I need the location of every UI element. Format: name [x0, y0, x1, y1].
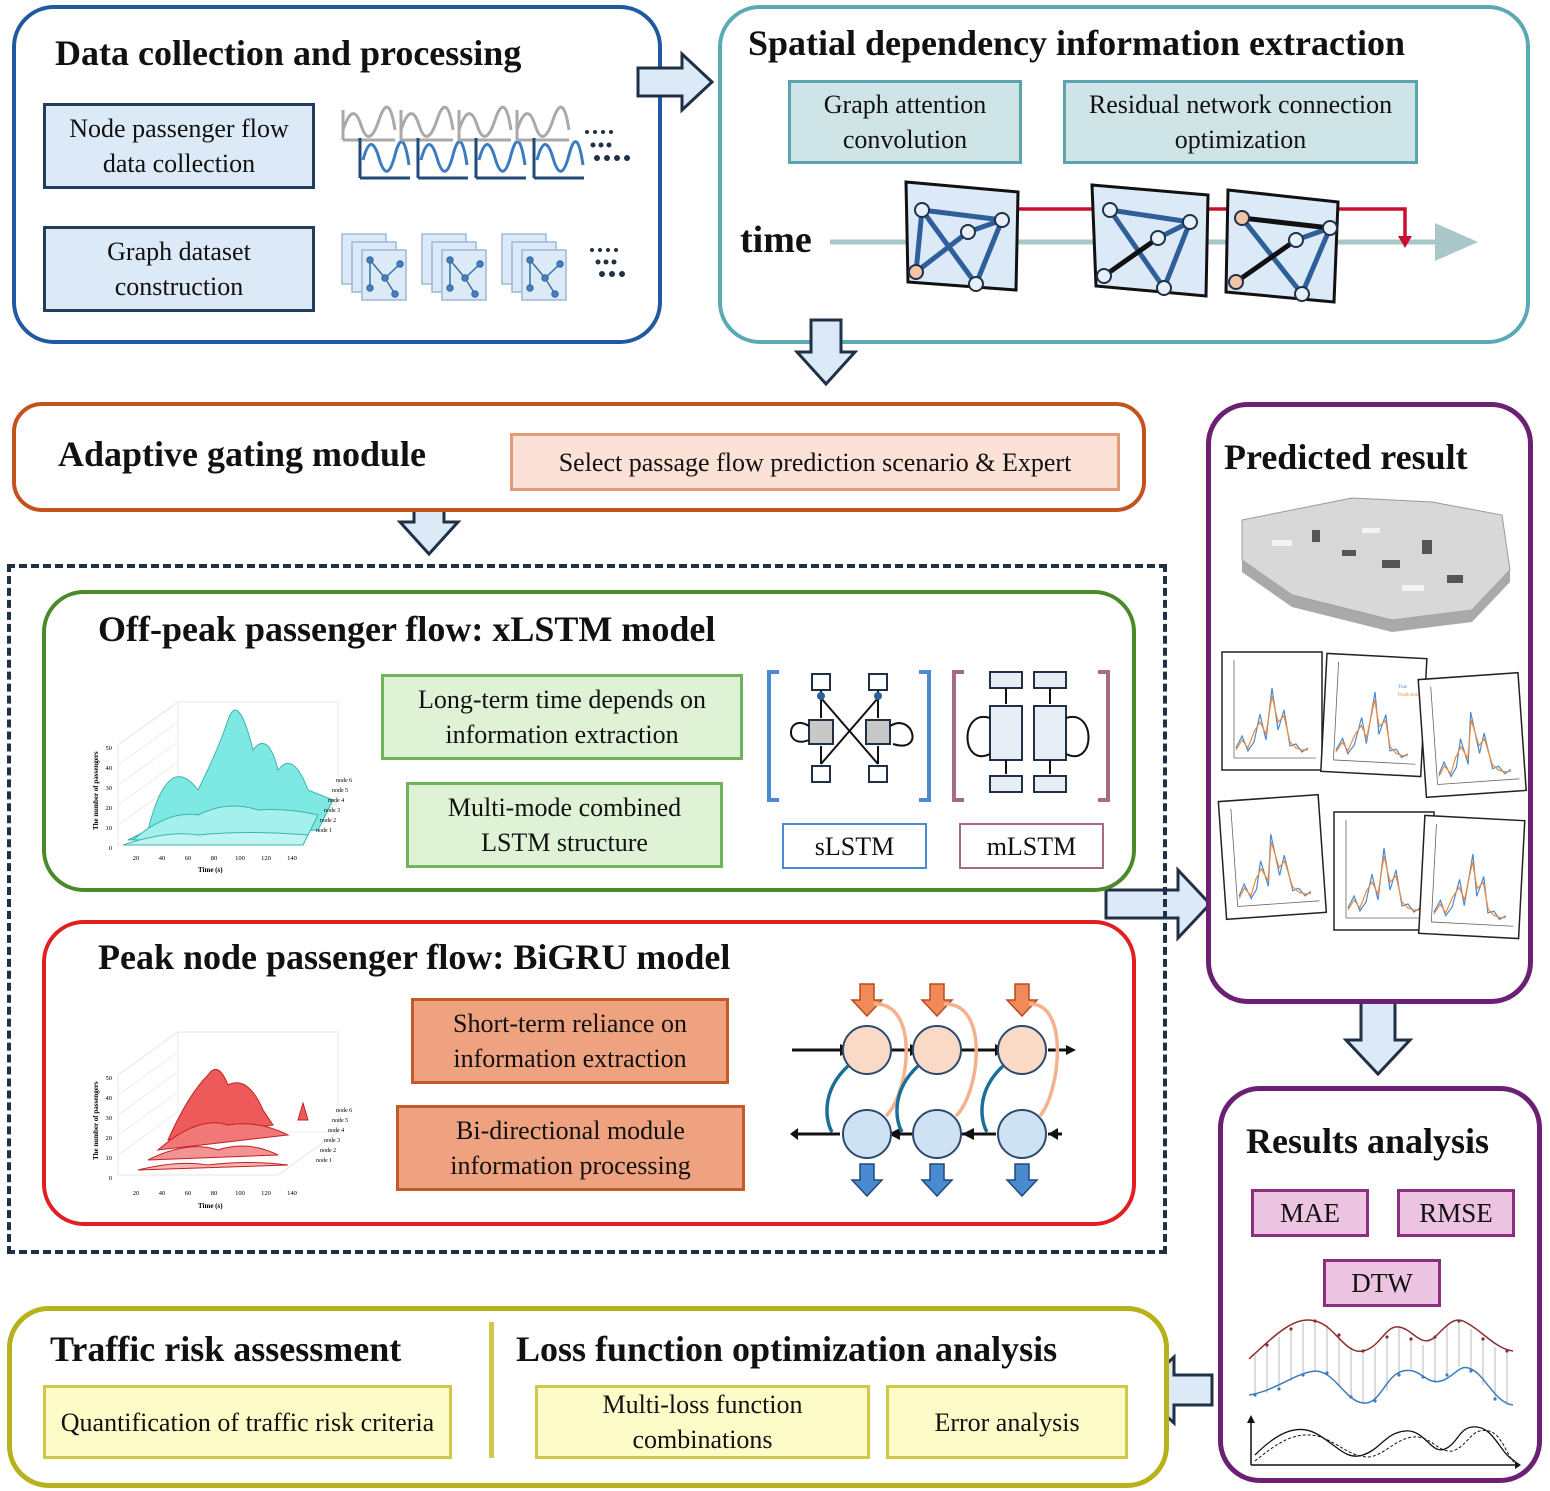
offpeak-xtick-140: 140: [287, 855, 297, 862]
offpeak-node-6: node 6: [336, 778, 352, 784]
peak-xtick-100: 100: [235, 1190, 245, 1197]
arrow-spatial-to-gating: [793, 318, 859, 387]
offpeak-ytick-20: 20: [106, 805, 113, 812]
offpeak-node-1: node 1: [316, 828, 332, 834]
offpeak-ytick-0: 0: [109, 845, 112, 852]
peak-title: Peak node passenger flow: BiGRU model: [98, 937, 731, 977]
spatial-title: Spatial dependency information extractio…: [748, 23, 1405, 63]
node-flow-collection-box: Node passenger flow data collection: [43, 103, 315, 189]
peak-xtick-60: 60: [185, 1190, 192, 1197]
analysis-title: Results analysis: [1246, 1121, 1490, 1161]
offpeak-node-2: node 2: [320, 818, 336, 824]
offpeak-ytick-10: 10: [106, 825, 113, 832]
rmse-badge: RMSE: [1397, 1189, 1515, 1237]
peak-ytick-50: 50: [106, 1075, 113, 1082]
offpeak-title: Off-peak passenger flow: xLSTM model: [98, 609, 716, 649]
peak-node-4: node 4: [328, 1128, 344, 1134]
peak-xtick-140: 140: [287, 1190, 297, 1197]
mae-badge: MAE: [1251, 1189, 1369, 1237]
bottom-divider: [489, 1322, 494, 1458]
offpeak-ytick-50: 50: [106, 745, 113, 752]
peak-node-1: node 1: [316, 1158, 332, 1164]
residual-box: Residual network connection optimization: [1063, 80, 1418, 164]
offpeak-xtick-100: 100: [235, 855, 245, 862]
peak-xtick-20: 20: [133, 1190, 140, 1197]
loss-title: Loss function optimization analysis: [516, 1329, 1058, 1369]
predicted-title: Predicted result: [1224, 437, 1468, 477]
offpeak-node-5: node 5: [332, 788, 348, 794]
experts-dashed-container: [7, 564, 1167, 1254]
slstm-diagram: [767, 670, 931, 802]
mlstm-label: mLSTM: [959, 823, 1104, 869]
time-label: time: [740, 219, 812, 261]
slstm-label: sLSTM: [782, 823, 927, 869]
peak-node-5: node 5: [332, 1118, 348, 1124]
offpeak-chart-ylabel: The number of passengers: [92, 751, 100, 830]
peak-xtick-80: 80: [211, 1190, 218, 1197]
offpeak-chart-xlabel: Time (s): [198, 866, 223, 874]
long-term-box: Long-term time depends on information ex…: [381, 674, 743, 760]
peak-node-2: node 2: [320, 1148, 336, 1154]
short-term-box: Short-term reliance on information extra…: [411, 998, 729, 1084]
arrow-experts-to-predicted: [1104, 866, 1213, 942]
dtw-illustration: [1247, 1319, 1521, 1469]
offpeak-xtick-20: 20: [133, 855, 140, 862]
graph-attention-box: Graph attention convolution: [788, 80, 1022, 164]
graph-dataset-box: Graph dataset construction: [43, 226, 315, 312]
offpeak-xtick-40: 40: [159, 855, 166, 862]
plot-legend-true: True: [1398, 685, 1408, 690]
time-series-icons: [341, 105, 630, 180]
peak-chart-ylabel: The number of passengers: [92, 1081, 100, 1160]
peak-ytick-10: 10: [106, 1155, 113, 1162]
offpeak-xtick-80: 80: [211, 855, 218, 862]
mlstm-diagram: [952, 670, 1110, 802]
offpeak-3d-chart: The number of passengers Time (s) 50 40 …: [92, 701, 352, 874]
bidirectional-box: Bi-directional module information proces…: [396, 1105, 745, 1191]
error-analysis-box: Error analysis: [886, 1385, 1128, 1459]
dtw-badge: DTW: [1323, 1259, 1441, 1307]
risk-title: Traffic risk assessment: [50, 1329, 402, 1369]
multi-loss-box: Multi-loss function combinations: [535, 1385, 870, 1459]
bigru-diagram: [790, 983, 1076, 1198]
peak-ytick-0: 0: [109, 1175, 112, 1182]
station-3d-model: [1241, 497, 1511, 632]
offpeak-xtick-120: 120: [261, 855, 271, 862]
offpeak-ytick-40: 40: [106, 765, 113, 772]
peak-ytick-20: 20: [106, 1135, 113, 1142]
prediction-plots: True Prediction: [1217, 651, 1527, 940]
multimode-box: Multi-mode combined LSTM structure: [406, 782, 723, 868]
peak-3d-chart: The number of passengers Time (s) 50 40 …: [92, 1031, 352, 1210]
offpeak-ytick-30: 30: [106, 785, 113, 792]
spatial-graph-illustration: [830, 180, 1478, 304]
peak-chart-xlabel: Time (s): [198, 1202, 223, 1210]
peak-xtick-120: 120: [261, 1190, 271, 1197]
peak-xtick-40: 40: [159, 1190, 166, 1197]
arrow-data-to-spatial: [636, 50, 715, 114]
graph-dataset-icons: [341, 233, 625, 301]
peak-ytick-40: 40: [106, 1095, 113, 1102]
plot-legend-prediction: Prediction: [1398, 693, 1419, 698]
peak-node-6: node 6: [336, 1108, 352, 1114]
offpeak-node-4: node 4: [328, 798, 344, 804]
peak-ytick-30: 30: [106, 1115, 113, 1122]
data-collection-title: Data collection and processing: [55, 33, 522, 73]
gating-title: Adaptive gating module: [58, 434, 427, 474]
risk-criteria-box: Quantification of traffic risk criteria: [43, 1385, 452, 1459]
offpeak-node-3: node 3: [324, 808, 340, 814]
offpeak-xtick-60: 60: [185, 855, 192, 862]
select-expert-box: Select passage flow prediction scenario …: [510, 433, 1120, 491]
peak-node-3: node 3: [324, 1138, 340, 1144]
